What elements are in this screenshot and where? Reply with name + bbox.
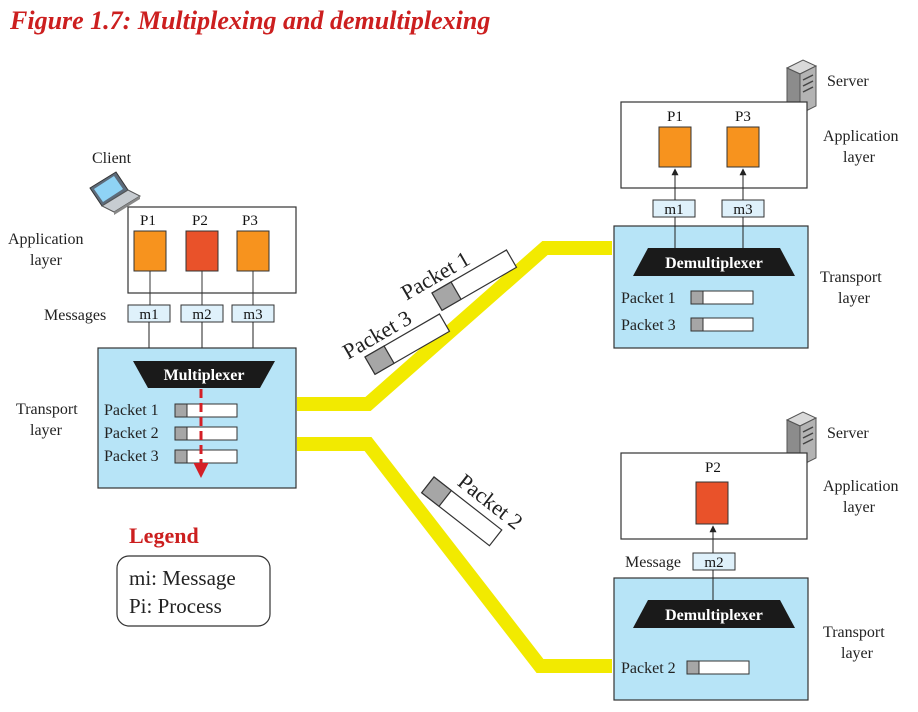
client-message-m2-label: m2 <box>192 307 211 323</box>
figure-title: Figure 1.7: Multiplexing and demultiplex… <box>9 6 490 35</box>
client-packet-1 <box>174 403 238 418</box>
server1-process-p1 <box>658 126 692 168</box>
server2-packet-2-label: Packet 2 <box>621 660 676 677</box>
server2-transport-label-1: Transport <box>823 624 885 641</box>
server1-packet-3 <box>690 317 754 332</box>
client-transport-label-1: Transport <box>16 401 78 418</box>
server1-message-m1-label: m1 <box>664 202 683 218</box>
client-packet-3 <box>174 449 238 464</box>
client-app-layer-label-2: layer <box>30 252 63 269</box>
server1-host: Server Application layer P1 P3 m1 m3 Tra… <box>613 59 899 349</box>
server1-packet-1-label: Packet 1 <box>621 290 676 307</box>
legend-box <box>116 555 271 627</box>
server2-process-label-p2: P2 <box>705 460 721 476</box>
server2-message-m2-label: m2 <box>704 555 723 571</box>
client-packet-2-label: Packet 2 <box>104 425 159 442</box>
legend-title: Legend <box>129 523 199 548</box>
server1-transport-label-2: layer <box>838 290 871 307</box>
server1-message-m1 <box>652 199 696 218</box>
legend: Legend mi: Message Pi: Process <box>116 523 271 627</box>
server2-app-layer-label-1: Application <box>823 478 899 495</box>
legend-entry-message: mi: Message <box>129 566 236 590</box>
server1-packet-1 <box>690 290 754 305</box>
multiplexer-label: Multiplexer <box>164 367 245 384</box>
server2-demultiplexer-label: Demultiplexer <box>665 607 763 624</box>
server1-transport-label-1: Transport <box>820 269 882 286</box>
server1-demultiplexer-label: Demultiplexer <box>665 255 763 272</box>
server1-app-layer-label-1: Application <box>823 128 899 145</box>
server2-message-m2 <box>692 552 736 571</box>
client-process-label-p3: P3 <box>242 213 258 229</box>
client-label: Client <box>92 150 132 167</box>
client-process-label-p2: P2 <box>192 213 208 229</box>
server2-app-layer-label-2: layer <box>843 499 876 516</box>
server1-process-label-p3: P3 <box>735 109 751 125</box>
server1-packet-3-label: Packet 3 <box>621 317 676 334</box>
server2-message-label: Message <box>625 554 681 571</box>
server2-packet-2 <box>686 660 750 675</box>
client-packet-2 <box>174 426 238 441</box>
server2-host: Server Application layer P2 Message m2 T… <box>613 411 899 701</box>
client-host: Client Application layer P1 P2 P3 Messag… <box>8 150 297 489</box>
network-links <box>297 241 612 673</box>
server1-process-label-p1: P1 <box>667 109 683 125</box>
client-message-m1-label: m1 <box>139 307 158 323</box>
client-process-p3 <box>236 230 270 272</box>
client-packet-1-label: Packet 1 <box>104 402 159 419</box>
server2-demultiplexer-banner <box>633 600 795 628</box>
in-transit-packet-1: Packet 1 <box>396 246 518 312</box>
messages-label: Messages <box>44 307 106 324</box>
client-process-p1 <box>133 230 167 272</box>
link-to-server1 <box>297 241 612 411</box>
server1-application-layer <box>620 101 808 189</box>
server2-label: Server <box>827 425 869 442</box>
server1-app-layer-label-2: layer <box>843 149 876 166</box>
client-packet-3-label: Packet 3 <box>104 448 159 465</box>
laptop-icon <box>89 171 142 215</box>
server1-demultiplexer-banner <box>633 248 795 276</box>
client-message-m3-label: m3 <box>243 307 262 323</box>
in-transit-packet-3: Packet 3 <box>338 305 451 376</box>
multiplexer-banner <box>133 361 275 388</box>
server1-process-p3 <box>726 126 760 168</box>
legend-entry-process: Pi: Process <box>129 594 222 618</box>
server1-message-m3-label: m3 <box>733 202 752 218</box>
server2-transport-label-2: layer <box>841 645 874 662</box>
server1-label: Server <box>827 73 869 90</box>
server2-transport-layer <box>613 577 809 701</box>
client-app-layer-label-1: Application <box>8 231 84 248</box>
client-process-label-p1: P1 <box>140 213 156 229</box>
link-to-server2 <box>297 437 612 673</box>
client-transport-label-2: layer <box>30 422 63 439</box>
client-process-p2 <box>185 230 219 272</box>
server2-process-p2 <box>695 481 729 525</box>
